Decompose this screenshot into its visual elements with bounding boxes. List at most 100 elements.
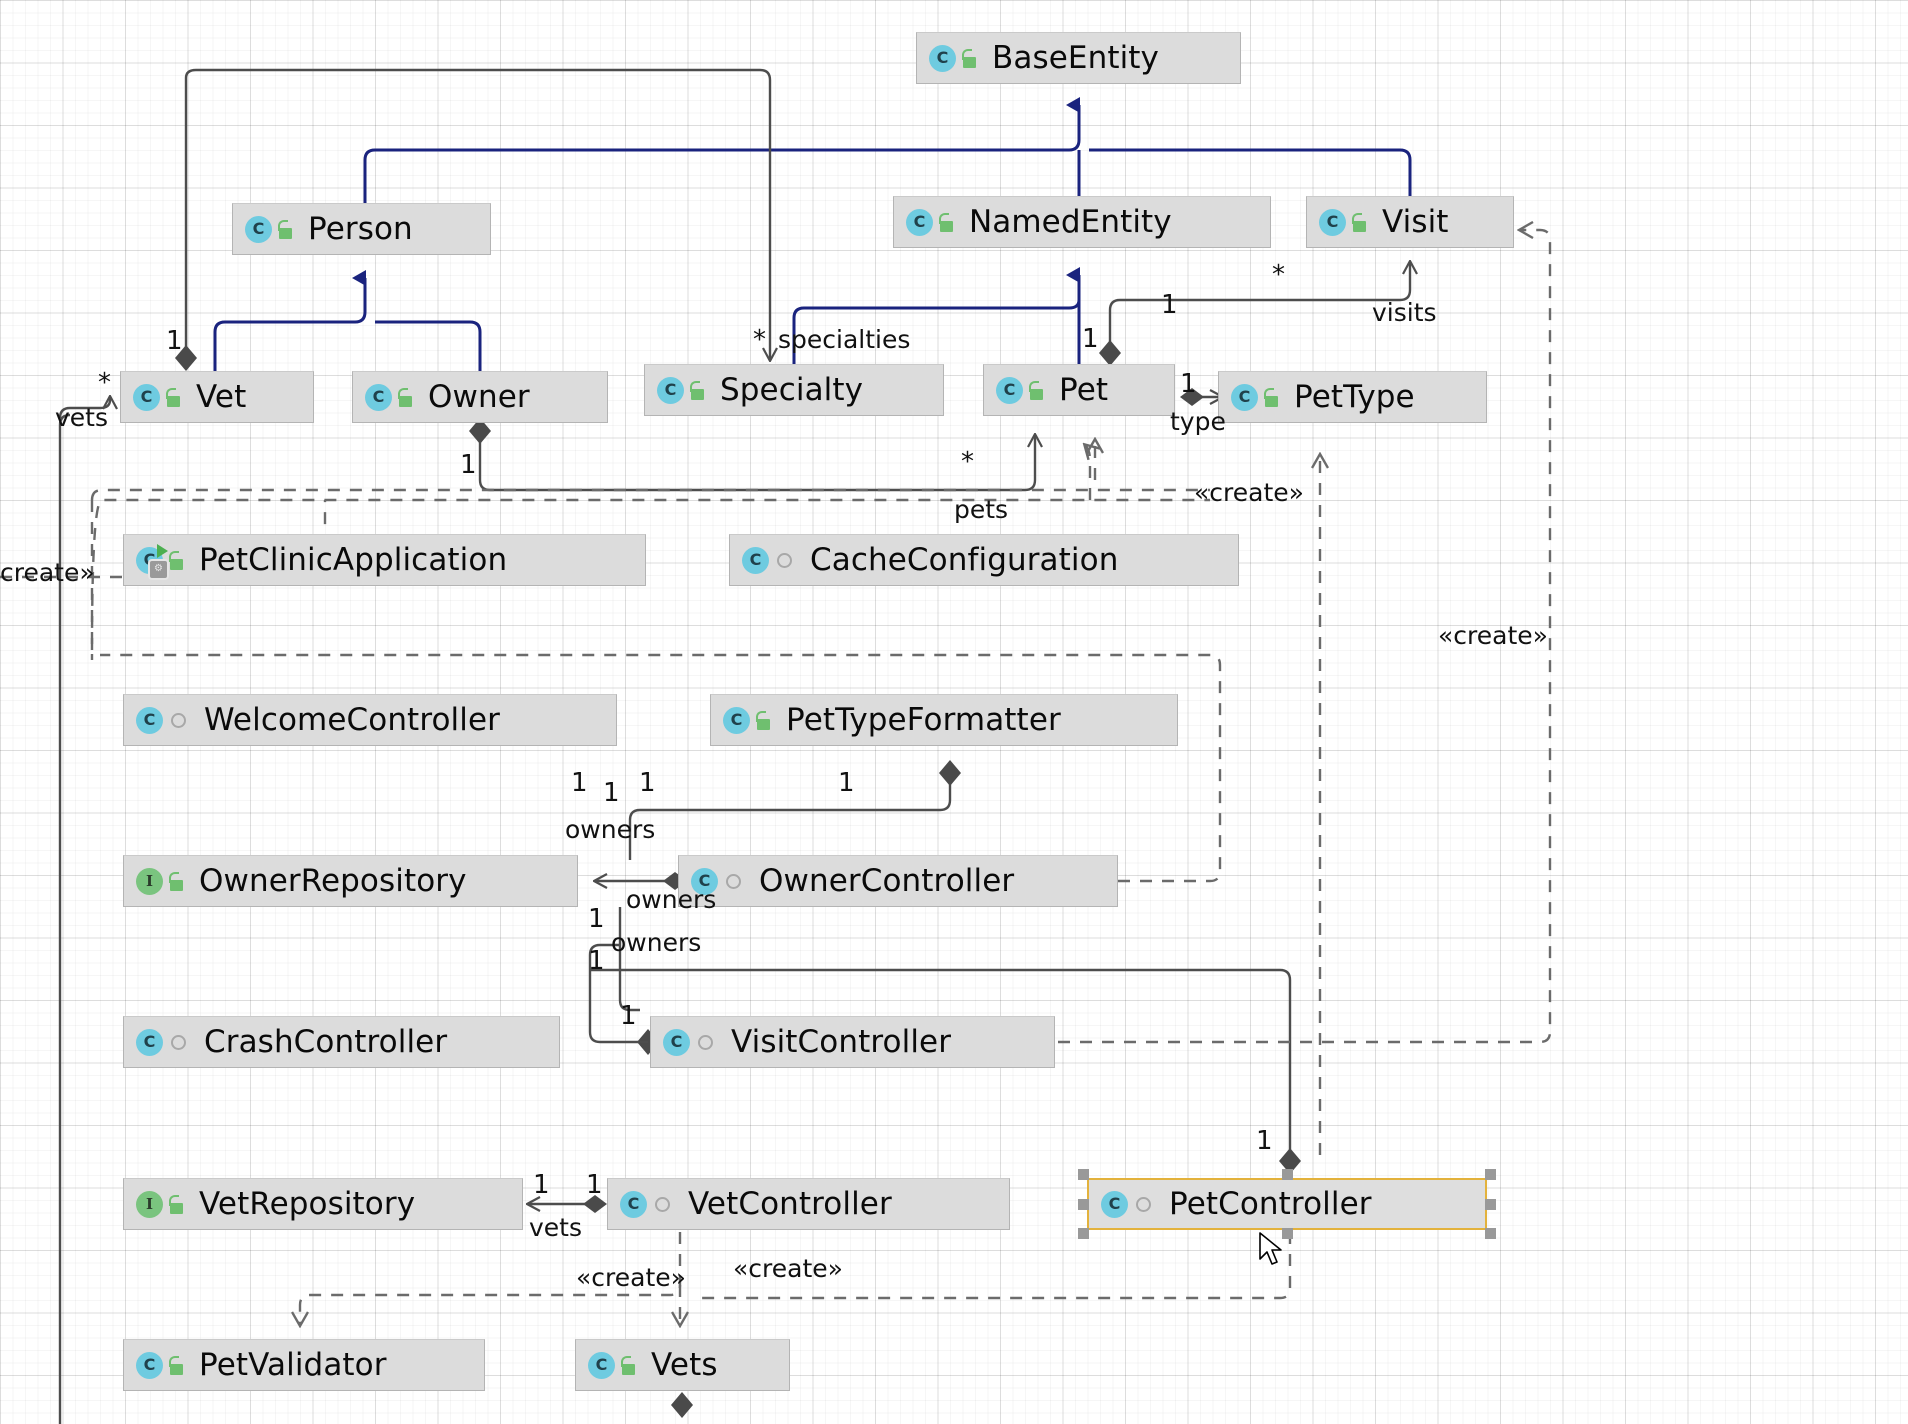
selection-handle-5[interactable] (1078, 1228, 1089, 1239)
edge-label-l-oc-one-c: 1 (639, 768, 656, 798)
class-name-label: BaseEntity (992, 39, 1159, 76)
edge-label-l-vetrepo-one: 1 (533, 1170, 550, 1200)
class-name-label: Pet (1059, 371, 1109, 408)
class-node-baseentity[interactable]: C BaseEntity (916, 32, 1241, 84)
package-private-icon (726, 873, 741, 889)
edge-label-l-create-visit: «create» (1438, 621, 1548, 650)
node-icons: C (365, 383, 413, 411)
public-lock-icon (1263, 387, 1279, 407)
class-badge-icon: C (133, 383, 160, 411)
class-name-label: Person (308, 210, 413, 247)
class-name-label: OwnerRepository (199, 862, 467, 899)
class-node-owner[interactable]: C Owner (352, 371, 608, 423)
class-badge-icon: C (136, 706, 163, 734)
class-badge-icon: C (996, 376, 1023, 404)
edge-label-l-fmt-one: 1 (838, 768, 855, 798)
selection-handle-2[interactable] (1485, 1169, 1496, 1180)
public-lock-icon (961, 48, 977, 68)
class-badge-icon: C (136, 1351, 163, 1379)
class-name-label: Vets (651, 1346, 718, 1383)
class-node-person[interactable]: C Person (232, 203, 491, 255)
edge-label-l-pet-one: 1 (1082, 324, 1099, 354)
class-node-visitcontroller[interactable]: C VisitController (650, 1016, 1055, 1068)
edge-label-l-owner-one: 1 (460, 450, 477, 480)
selection-handle-6[interactable] (1282, 1228, 1293, 1239)
node-icons: C (1231, 383, 1279, 411)
public-lock-icon (620, 1355, 636, 1375)
edge-label-l-oc-one-b: 1 (603, 778, 620, 808)
spring-application-icon: C⚙ (136, 543, 169, 580)
edge-label-l-vets-role: vets (55, 403, 109, 432)
class-badge-icon: C (1319, 208, 1346, 236)
edge-label-l-type-one: 1 (1180, 369, 1197, 399)
node-icons: C (1101, 1190, 1154, 1218)
class-badge-icon: C (1231, 383, 1258, 411)
class-badge-icon: C (657, 376, 684, 404)
node-icons: I (136, 867, 184, 895)
edge-label-l-type-role: type (1170, 407, 1226, 436)
node-icons: C (723, 706, 771, 734)
class-node-petcontroller[interactable]: C PetController (1087, 1178, 1487, 1230)
node-icons: C (136, 1351, 184, 1379)
node-icons: C (620, 1190, 673, 1218)
package-private-icon (698, 1034, 713, 1050)
edge-label-l-pets-star: * (961, 447, 974, 477)
class-badge-icon: C (245, 215, 272, 243)
selection-handle-1[interactable] (1282, 1169, 1293, 1180)
class-node-pet[interactable]: C Pet (983, 364, 1175, 416)
selection-handle-3[interactable] (1078, 1199, 1089, 1210)
class-name-label: PetController (1169, 1185, 1372, 1222)
node-icons: C (136, 706, 189, 734)
node-icons: C (136, 1028, 189, 1056)
class-badge-icon: C (691, 867, 718, 895)
edge-label-l-pets-role: pets (954, 495, 1009, 524)
node-icons: C (245, 215, 293, 243)
gear-icon: ⚙ (148, 558, 169, 580)
edge-label-l-owners-a: owners (565, 815, 656, 844)
edge-label-l-petc-one: 1 (1256, 1126, 1273, 1156)
edge-label-l-vets-star: * (98, 368, 111, 398)
node-icons: I (136, 1190, 184, 1218)
node-icons: C⚙ (136, 543, 184, 580)
class-node-ownerrepository[interactable]: I OwnerRepository (123, 855, 578, 907)
class-name-label: Owner (428, 378, 530, 415)
class-node-ownercontroller[interactable]: C OwnerController (678, 855, 1118, 907)
class-name-label: OwnerController (759, 862, 1015, 899)
edge-label-l-spec-role: specialties (778, 325, 911, 354)
node-icons: C (663, 1028, 716, 1056)
selection-handle-4[interactable] (1485, 1199, 1496, 1210)
class-badge-icon: C (723, 706, 750, 734)
class-name-label: VisitController (731, 1023, 952, 1060)
class-badge-icon: C (929, 44, 956, 72)
edge-label-l-spec-star: * (753, 325, 766, 355)
class-badge-icon: C (742, 546, 769, 574)
selection-handle-0[interactable] (1078, 1169, 1089, 1180)
public-lock-icon (938, 212, 954, 232)
selection-handle-7[interactable] (1485, 1228, 1496, 1239)
edge-label-l-visit-one: 1 (1161, 290, 1178, 320)
edge-label-l-visit-star: * (1272, 260, 1285, 290)
public-lock-icon (1351, 212, 1367, 232)
class-node-petclinicapplication[interactable]: C⚙PetClinicApplication (123, 534, 646, 586)
edge-label-l-owners-c: owners (611, 928, 702, 957)
public-lock-icon (168, 871, 184, 891)
package-private-icon (171, 712, 186, 728)
interface-badge-icon: I (136, 867, 163, 895)
edge-label-l-visitc-one: 1 (620, 1001, 637, 1031)
run-triangle-icon (157, 543, 168, 558)
